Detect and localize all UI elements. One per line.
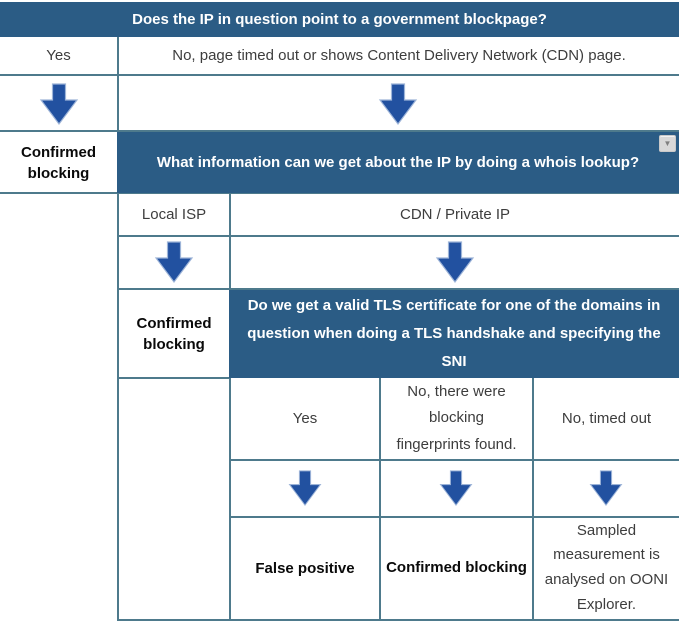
- answer-local-isp: Local ISP: [119, 193, 229, 235]
- down-arrow-icon: [378, 83, 418, 125]
- answer-text: Yes: [292, 410, 318, 427]
- answer-text: Yes: [46, 47, 71, 64]
- divider: [117, 377, 231, 379]
- question-text: What information can we get about the IP…: [156, 154, 640, 171]
- down-arrow-icon: [154, 241, 194, 283]
- outcome-text: Confirmed blocking: [21, 143, 96, 182]
- answer-text: No, there were blocking fingerprints fou…: [396, 383, 517, 453]
- answer-cdn-private-ip: CDN / Private IP: [231, 193, 679, 235]
- outcome-confirmed-blocking-3: Confirmed blocking: [381, 517, 532, 619]
- divider: [0, 74, 679, 76]
- down-arrow-icon: [589, 470, 623, 506]
- outcome-text: Confirmed blocking: [386, 558, 527, 576]
- divider: [117, 288, 679, 290]
- answer-blocking-fingerprints: No, there were blocking fingerprints fou…: [381, 378, 532, 459]
- answer-timed-out: No, timed out: [534, 378, 679, 459]
- divider: [379, 378, 381, 620]
- answer-yes: Yes: [0, 37, 117, 74]
- outcome-confirmed-blocking-1: Confirmed blocking: [0, 132, 117, 193]
- question-gov-blockpage: Does the IP in question point to a gover…: [0, 2, 679, 37]
- divider: [117, 619, 679, 621]
- down-arrow-icon: [288, 470, 322, 506]
- answer-text: Local ISP: [141, 205, 207, 223]
- divider: [229, 459, 679, 461]
- outcome-false-positive: False positive: [231, 517, 379, 619]
- question-text: Does the IP in question point to a gover…: [132, 11, 547, 28]
- outcome-sampled-measurement: Sampled measurement is analysed on OONI …: [534, 517, 679, 619]
- outcome-text: False positive: [255, 559, 355, 577]
- divider: [117, 37, 119, 620]
- dropdown-icon[interactable]: ▼: [659, 135, 676, 152]
- outcome-confirmed-blocking-2: Confirmed blocking: [119, 290, 229, 377]
- down-arrow-icon: [439, 470, 473, 506]
- outcome-text: Confirmed blocking: [136, 314, 212, 353]
- answer-yes-valid-cert: Yes: [231, 378, 379, 459]
- down-arrow-icon: [39, 83, 79, 125]
- divider: [0, 192, 679, 194]
- answer-no-timed-out-cdn: No, page timed out or shows Content Deli…: [119, 37, 679, 74]
- answer-text: No, timed out: [561, 410, 652, 427]
- divider: [229, 193, 231, 620]
- chevron-down-icon: ▼: [663, 138, 672, 148]
- down-arrow-icon: [435, 241, 475, 283]
- divider: [0, 130, 679, 132]
- answer-text: CDN / Private IP: [399, 205, 511, 223]
- question-tls-certificate: Do we get a valid TLS certificate for on…: [229, 290, 679, 378]
- divider: [229, 516, 679, 518]
- outcome-text: Sampled measurement is analysed on OONI …: [544, 521, 669, 613]
- question-whois-lookup: What information can we get about the IP…: [117, 132, 679, 193]
- divider: [117, 235, 679, 237]
- divider: [532, 378, 534, 620]
- answer-text: No, page timed out or shows Content Deli…: [172, 47, 626, 64]
- question-text: Do we get a valid TLS certificate for on…: [247, 297, 661, 370]
